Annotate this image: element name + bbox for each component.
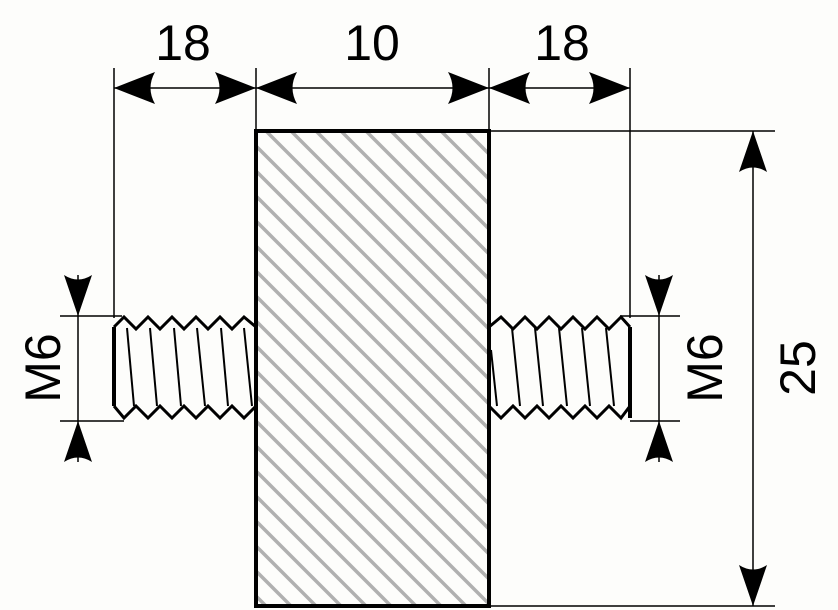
dim-line-body-diameter bbox=[739, 131, 767, 606]
dim-text-left-stud: 18 bbox=[155, 15, 211, 71]
dim-text-body-diameter: 25 bbox=[770, 340, 826, 396]
dim-line-right-thread bbox=[645, 275, 673, 462]
dim-text-left-thread: M6 bbox=[15, 333, 71, 402]
dim-line-left-stud bbox=[114, 72, 256, 104]
body-section bbox=[254, 129, 491, 608]
dim-text-body-length: 10 bbox=[344, 15, 400, 71]
dim-text-right-thread: M6 bbox=[677, 333, 733, 402]
left-thread-stud bbox=[112, 314, 258, 421]
dim-line-right-stud bbox=[489, 72, 630, 104]
extension-lines bbox=[60, 68, 775, 607]
section-hatching bbox=[256, 131, 489, 606]
dim-line-body bbox=[256, 72, 489, 104]
dim-text-right-stud: 18 bbox=[534, 15, 590, 71]
right-thread-stud bbox=[487, 314, 632, 421]
body-outline bbox=[254, 129, 491, 608]
dim-line-left-thread bbox=[64, 275, 92, 462]
